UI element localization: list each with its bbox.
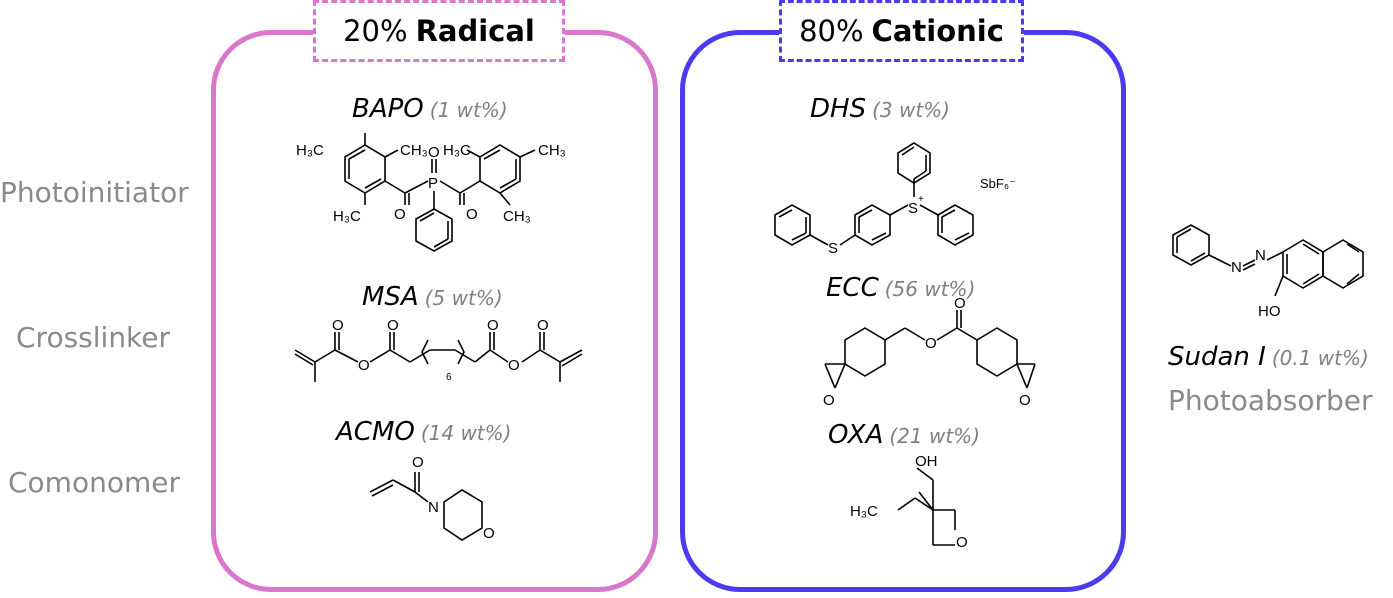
compound-weight: (5 wt%) [424, 286, 503, 310]
radical-name: Radical [415, 14, 535, 48]
atom-label: H₃C [443, 142, 471, 159]
atom-label: O [956, 534, 968, 551]
atom-label: CH₃ [538, 142, 566, 159]
compound-name: MSA [362, 282, 419, 312]
atom-label: S [828, 240, 838, 257]
role-label-comonomer: Comonomer [8, 466, 180, 499]
atom-label: P [428, 175, 438, 192]
atom-label: N [1231, 259, 1242, 276]
compound-label-ecc: ECC(56 wt%) [826, 273, 975, 303]
atom-label: O [358, 357, 370, 374]
msa-structure: O O O 6 O O O [294, 317, 583, 383]
compound-label-oxa: OXA(21 wt%) [828, 420, 980, 450]
compound-weight: (56 wt%) [884, 277, 976, 301]
compound-label-dhs: DHS(3 wt%) [810, 94, 950, 124]
atom-label: S [908, 200, 918, 217]
compound-name: OXA [828, 420, 884, 450]
compound-weight: (3 wt%) [872, 98, 950, 122]
sudan-i-structure: N N HO [1172, 224, 1364, 320]
atom-label: O [466, 206, 478, 223]
radical-group-panel [211, 30, 658, 592]
compound-weight: (14 wt%) [420, 421, 512, 445]
atom-label: H₃C [296, 142, 324, 159]
cationic-group-header: 80% Cationic [779, 0, 1024, 62]
cationic-group-panel [680, 30, 1126, 592]
compound-name: DHS [810, 94, 867, 124]
atom-label: O [925, 335, 937, 352]
role-label-photoinitiator: Photoinitiator [0, 176, 189, 209]
compound-name: ACMO [336, 417, 415, 447]
dhs-structure: S S + SbF₆⁻ [774, 142, 1016, 257]
ecc-structure: O O O O [823, 295, 1036, 409]
compound-name: Sudan I [1168, 342, 1266, 372]
atom-label: + [918, 194, 924, 205]
atom-label: O [954, 295, 966, 312]
compound-label-bapo: BAPO(1 wt%) [352, 94, 508, 124]
atom-label: CH₃ [503, 208, 531, 225]
compound-weight: (1 wt%) [429, 98, 508, 122]
atom-label: O [537, 317, 549, 334]
role-label-crosslinker: Crosslinker [16, 321, 171, 354]
compound-label-acmo: ACMO(14 wt%) [336, 417, 511, 447]
cationic-name: Cationic [871, 14, 1004, 48]
atom-label: O [394, 206, 406, 223]
compound-label-msa: MSA(5 wt%) [362, 282, 503, 312]
atom-label: O [508, 357, 520, 374]
bapo-structure: H₃C CH₃ H₃C O P O O H₃C CH₃ CH₃ [296, 133, 566, 252]
radical-percent: 20% [343, 14, 408, 48]
compound-name: ECC [826, 273, 879, 303]
compound-name: BAPO [352, 94, 424, 124]
compound-weight: (0.1 wt%) [1271, 346, 1369, 370]
oxa-structure: H₃C OH O [850, 453, 968, 551]
atom-label: O [428, 144, 440, 161]
atom-label: O [823, 392, 835, 409]
atom-label: O [412, 454, 424, 471]
atom-label: 6 [446, 372, 452, 383]
atom-label: O [1019, 392, 1031, 409]
atom-label: CH₃ [400, 142, 428, 159]
counter-ion-label: SbF₆⁻ [980, 176, 1016, 191]
atom-label: H₃C [333, 208, 361, 225]
atom-label: N [1255, 247, 1266, 264]
radical-group-header: 20% Radical [313, 0, 565, 62]
atom-label: OH [915, 453, 938, 470]
acmo-structure: O N O [369, 454, 495, 542]
atom-label: HO [1258, 303, 1281, 320]
atom-label: O [387, 317, 399, 334]
atom-label: O [487, 317, 499, 334]
atom-label: O [332, 317, 344, 334]
atom-label: N [428, 499, 439, 516]
atom-label: O [483, 525, 495, 542]
cationic-percent: 80% [799, 14, 864, 48]
compound-weight: (21 wt%) [889, 424, 980, 448]
atom-label: H₃C [850, 503, 878, 520]
role-label-photoabsorber: Photoabsorber [1168, 384, 1373, 417]
compound-label-sudan-i: Sudan I(0.1 wt%) [1168, 342, 1369, 372]
